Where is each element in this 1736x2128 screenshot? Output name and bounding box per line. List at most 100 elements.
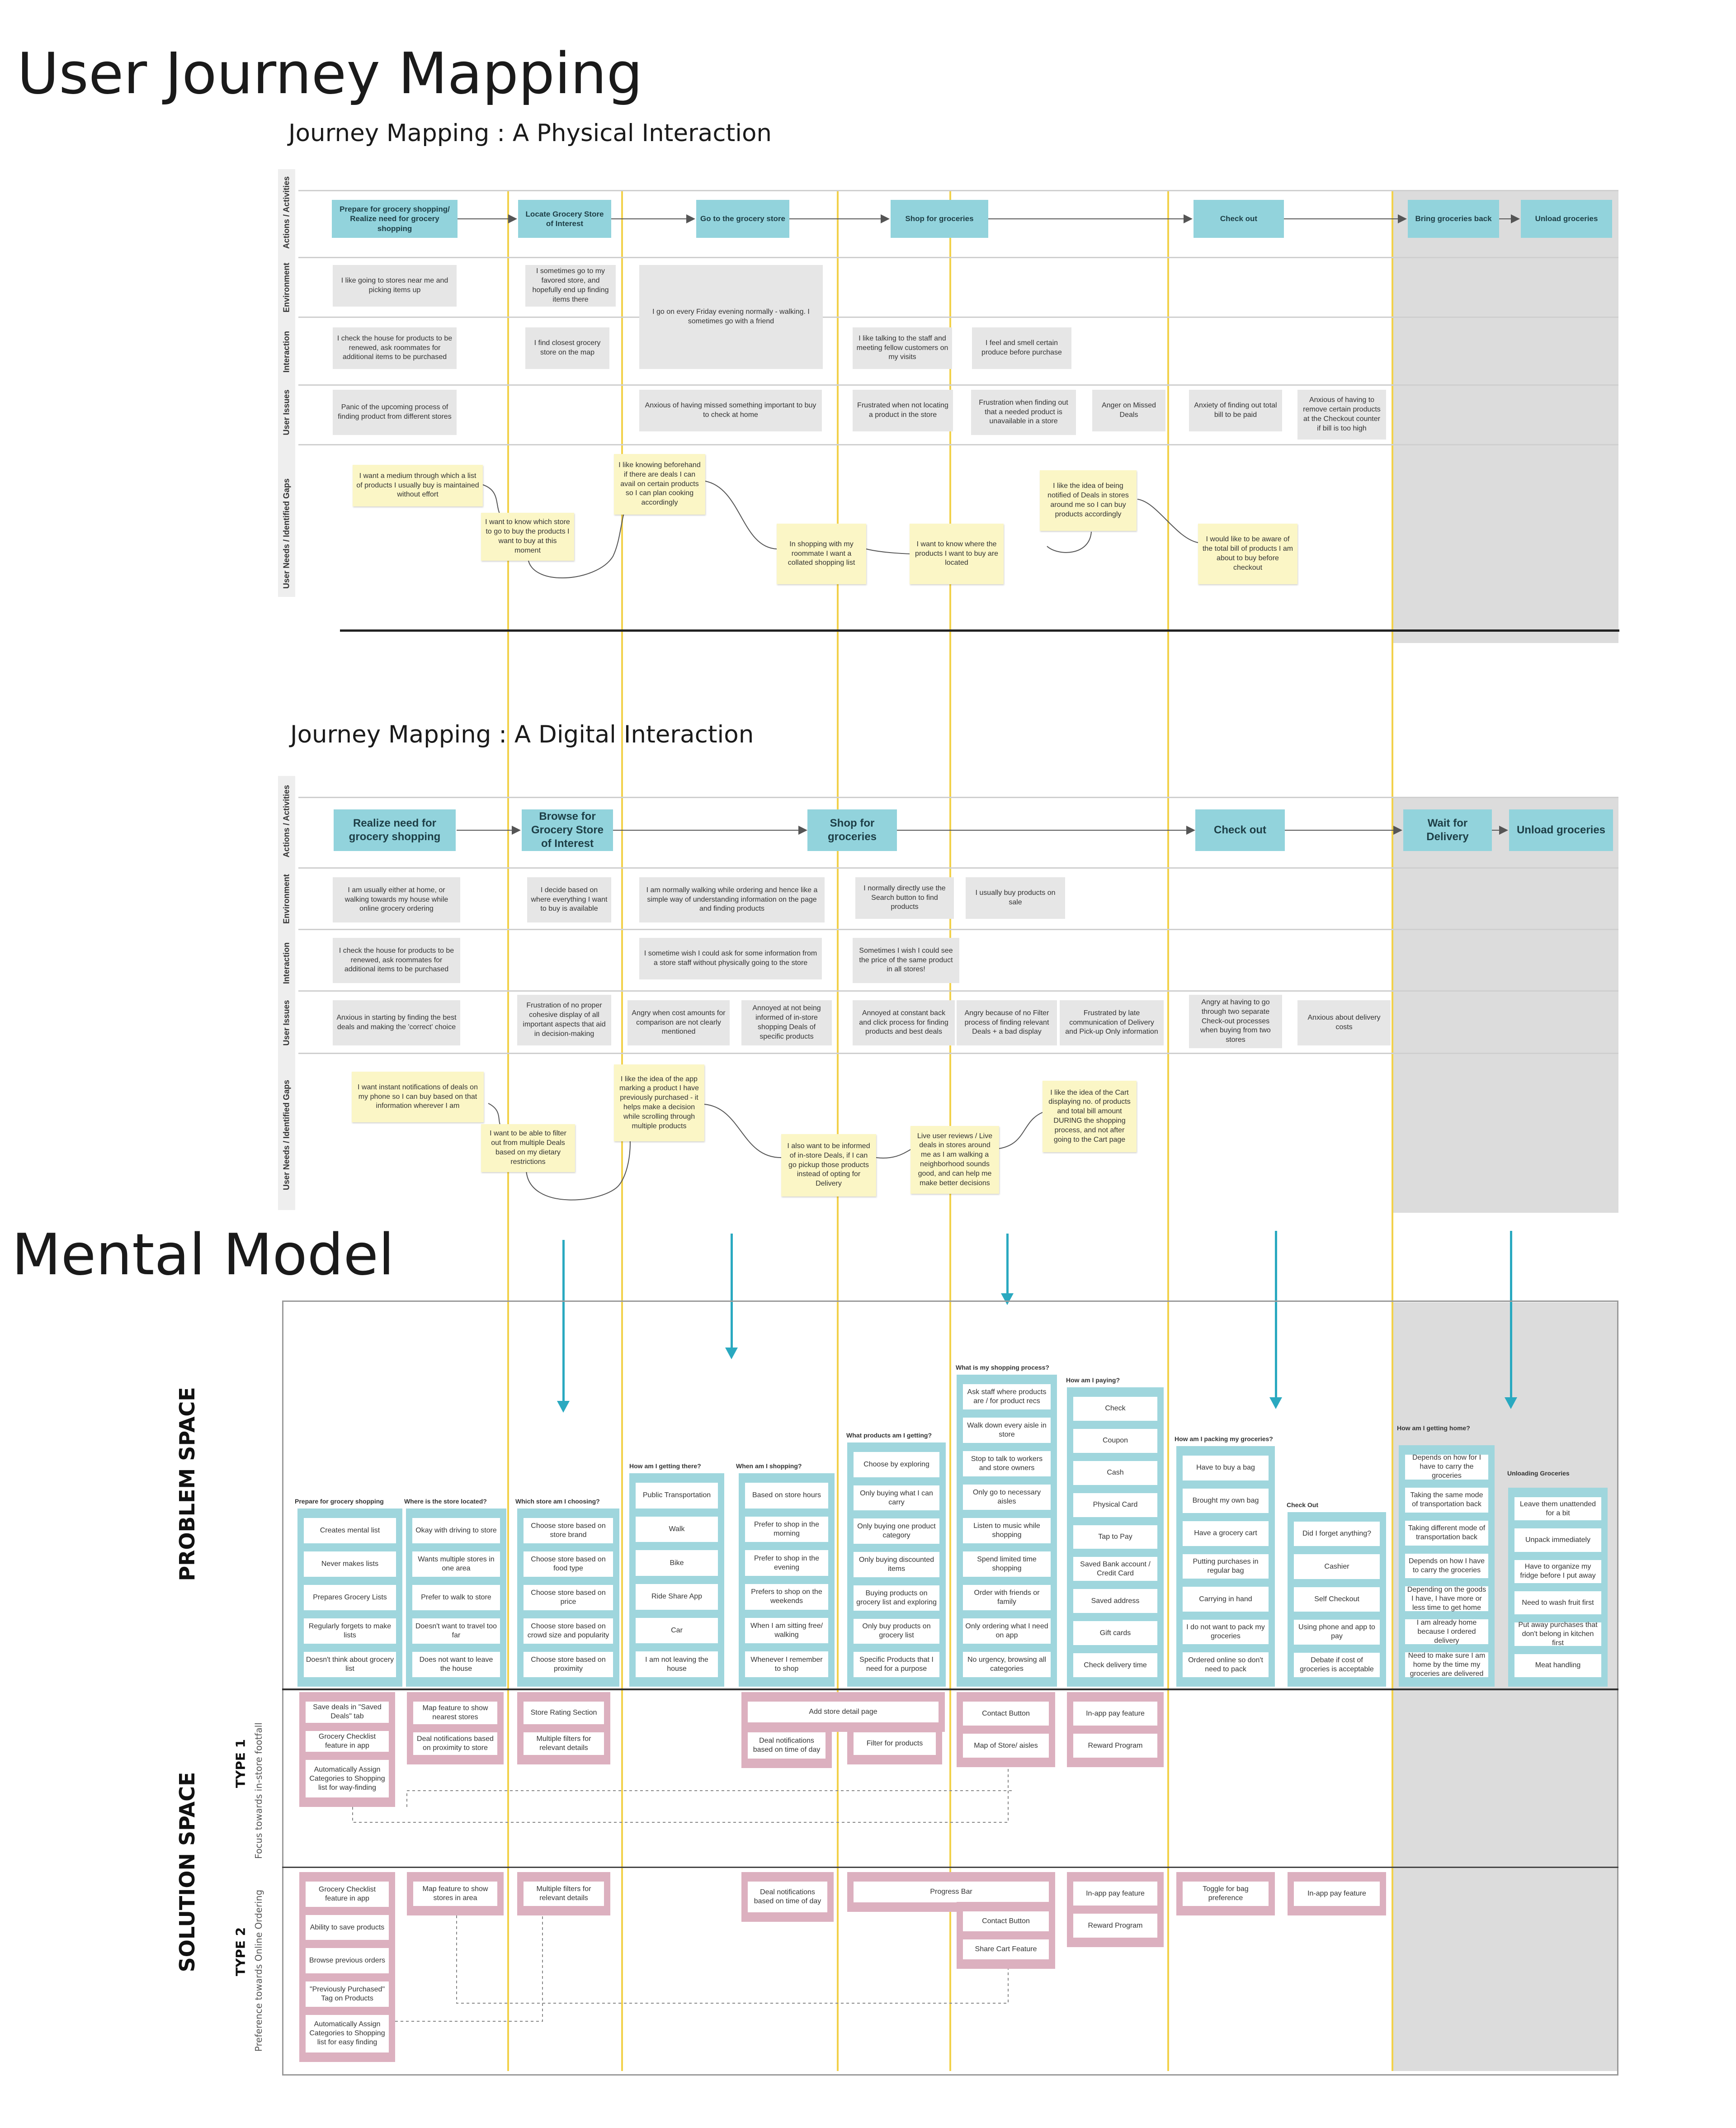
mental-card: Prefer to shop in the morning	[745, 1516, 828, 1542]
mental-column-location: Okay with driving to store Wants multipl…	[406, 1509, 506, 1687]
mental-card: I am already home because I ordered deli…	[1405, 1619, 1488, 1645]
type2-solution-group: Toggle for bag preference	[1176, 1872, 1275, 1915]
main-title: User Journey Mapping	[17, 40, 643, 107]
mental-card: Meat handling	[1514, 1654, 1601, 1677]
mental-card: Doesn't want to travel too far	[412, 1618, 500, 1644]
row-divider	[298, 797, 1618, 798]
digital-issue-note: Angry at having to go through two separa…	[1189, 995, 1282, 1048]
solution-card: Progress Bar	[854, 1882, 1049, 1902]
mental-card: Tap to Pay	[1073, 1525, 1157, 1549]
physical-issue-note: Anxious of having to remove certain prod…	[1297, 390, 1386, 440]
solution-card: Map feature to show nearest stores	[413, 1702, 497, 1724]
mental-card: Car	[636, 1617, 718, 1644]
solution-card: Multiple filters for relevant details	[524, 1882, 604, 1906]
mental-card: Leave them unattended for a bit	[1514, 1497, 1601, 1521]
type2-solution-group: Multiple filters for relevant details	[517, 1872, 610, 1915]
mental-card: I do not want to pack my groceries	[1183, 1619, 1269, 1645]
type1-solution-group: In-app pay feature Reward Program	[1067, 1692, 1164, 1767]
flow-arrow	[562, 1240, 565, 1403]
type1-solution-group: Store Rating Section Multiple filters fo…	[517, 1692, 610, 1764]
mental-column-header: Where is the store located?	[404, 1498, 487, 1505]
mental-card: Saved Bank account / Credit Card	[1073, 1557, 1157, 1581]
physical-issue-note: Anxiety of finding out total bill to be …	[1189, 390, 1282, 431]
mental-card: Putting purchases in regular bag	[1183, 1554, 1269, 1579]
solution-card: Map feature to show stores in area	[413, 1882, 497, 1906]
mental-card: Regularly forgets to make lists	[304, 1618, 396, 1644]
solution-card: Save deals in "Saved Deals" tab	[306, 1702, 389, 1723]
digital-issue-note: Annoyed at constant back and click proce…	[853, 1000, 955, 1045]
digital-issue-note: Frustrated by late communication of Deli…	[1060, 1000, 1164, 1045]
mental-card: Listen to music while shopping	[963, 1518, 1051, 1543]
digital-row-label-strip	[278, 776, 295, 1210]
mental-card: Have to organize my fridge before I put …	[1514, 1560, 1601, 1583]
mental-card: Self Checkout	[1294, 1587, 1380, 1612]
solution-card: Deal notifications based on time of day	[748, 1882, 827, 1912]
mental-card: Saved address	[1073, 1589, 1157, 1613]
mental-card: Walk down every aisle in store	[963, 1418, 1051, 1443]
mental-card: Cash	[1073, 1461, 1157, 1485]
row-divider	[298, 990, 1618, 992]
mental-column-prepare: Creates mental list Never makes lists Pr…	[297, 1509, 402, 1687]
mental-column-packing: Have to buy a bag Brought my own bag Hav…	[1176, 1446, 1275, 1687]
physical-issue-note: Anger on Missed Deals	[1092, 390, 1165, 431]
mental-column-getting-home: Depends on how for I have to carry the g…	[1399, 1445, 1495, 1687]
type2-solution-group: In-app pay feature Reward Program	[1067, 1872, 1164, 1947]
mental-column-timing: Based on store hours Prefer to shop in t…	[739, 1473, 835, 1687]
solution-card: Contact Button	[963, 1702, 1049, 1726]
digital-need-sticky: I want to be able to filter out from mul…	[481, 1124, 575, 1172]
mental-card: Choose store based on food type	[524, 1551, 613, 1577]
digital-action-realize-need: Realize need for grocery shopping	[334, 809, 456, 851]
physical-row-label-strip	[278, 169, 295, 597]
digital-need-sticky: I like the idea of the Cart displaying n…	[1043, 1081, 1137, 1152]
mental-card: Cashier	[1294, 1554, 1380, 1579]
section-divider	[340, 629, 1619, 632]
stage-gridline	[1392, 190, 1393, 2071]
mental-card: Prefer to walk to store	[412, 1585, 500, 1610]
mental-model-frame	[282, 1300, 1618, 2076]
row-divider	[298, 867, 1618, 869]
mental-card: Unpack immediately	[1514, 1528, 1601, 1552]
mental-card: Only buying what I can carry	[854, 1485, 939, 1511]
physical-action-prepare: Prepare for grocery shopping/ Realize ne…	[332, 200, 458, 238]
solution-card: Deal notifications based on time of day	[748, 1732, 826, 1759]
solution-card: Browse previous orders	[306, 1948, 389, 1974]
arrow-down-icon	[557, 1401, 570, 1413]
mental-column-header: Prepare for grocery shopping	[295, 1498, 384, 1505]
digital-issue-note: Angry when cost amounts for comparison a…	[627, 1000, 730, 1045]
mental-card: Only go to necessary aisles	[963, 1485, 1051, 1510]
type1-solution-group: Filter for products	[847, 1723, 942, 1764]
mental-card: Check	[1073, 1397, 1157, 1421]
digital-need-sticky: I want instant notifications of deals on…	[352, 1072, 484, 1122]
mental-card: Only buy products on grocery list	[854, 1618, 939, 1644]
mental-card: Buying products on grocery list and expl…	[854, 1585, 939, 1611]
solution-card: Multiple filters for relevant details	[524, 1732, 604, 1755]
mental-card: Wants multiple stores in one area	[412, 1551, 500, 1577]
physical-need-sticky: I would like to be aware of the total bi…	[1198, 524, 1297, 584]
solution-card: In-app pay feature	[1073, 1702, 1157, 1726]
mental-card: Walk	[636, 1516, 718, 1542]
mental-column-header: Unloading Groceries	[1507, 1470, 1570, 1477]
digital-action-check-out: Check out	[1195, 809, 1285, 851]
mental-card: Only buying discounted items	[854, 1552, 939, 1577]
digital-interaction-note: Sometimes I wish I could see the price o…	[853, 938, 959, 983]
solution-card: Reward Program	[1073, 1914, 1157, 1938]
stage-gridline	[837, 190, 839, 2071]
mental-column-header: How am I paying?	[1066, 1376, 1120, 1384]
mental-card: Prepares Grocery Lists	[304, 1585, 396, 1610]
type2-solution-group: In-app pay feature	[1288, 1872, 1386, 1915]
mental-card: Stop to talk to workers and store owners	[963, 1451, 1051, 1476]
type1-solution-group: Contact Button Map of Store/ aisles	[957, 1692, 1055, 1767]
row-divider	[298, 257, 1618, 258]
physical-journey-title: Journey Mapping : A Physical Interaction	[288, 119, 772, 147]
mental-column-payment: Check Coupon Cash Physical Card Tap to P…	[1067, 1387, 1164, 1687]
type1-solution-group: Deal notifications based on time of day	[741, 1723, 832, 1768]
mental-card: Taking different mode of transportation …	[1405, 1520, 1488, 1546]
solution-card: Map of Store/ aisles	[963, 1734, 1049, 1758]
digital-interaction-note: I check the house for products to be ren…	[333, 938, 460, 983]
mental-column-store-choice: Choose store based on store brand Choose…	[517, 1509, 619, 1687]
mental-column-header: How am I packing my groceries?	[1175, 1435, 1273, 1442]
mental-card: Choose store based on crowd size and pop…	[524, 1618, 613, 1644]
mental-card: I am not leaving the house	[636, 1651, 718, 1678]
digital-environment-note: I am usually either at home, or walking …	[333, 877, 460, 922]
